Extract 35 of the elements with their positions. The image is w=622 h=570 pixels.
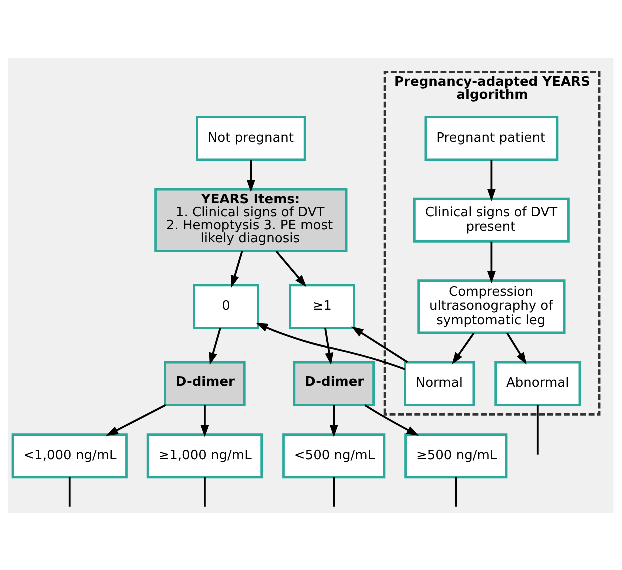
node-box: ≥1,000 ng/mL bbox=[146, 433, 263, 478]
arrow bbox=[200, 404, 210, 437]
connector bbox=[68, 477, 71, 506]
connector bbox=[455, 477, 458, 506]
node-box: D-dimer bbox=[293, 360, 375, 406]
node-box: Not pregnant bbox=[196, 116, 306, 161]
node-box: 0 bbox=[193, 284, 260, 329]
arrow bbox=[324, 328, 334, 365]
arrow bbox=[256, 322, 406, 370]
node-box: YEARS Items: 1. Clinical signs of DVT 2. Hemoptysis 3. PE most likely diagnosis bbox=[154, 188, 348, 252]
arrow bbox=[506, 332, 527, 364]
node-box: Abnormal bbox=[494, 360, 582, 406]
node-box: Compression ultrasonography of symptomatic leg bbox=[418, 279, 566, 334]
node-box: <1,000 ng/mL bbox=[12, 433, 128, 478]
node-box: ≥1 bbox=[289, 284, 356, 329]
arrow bbox=[452, 332, 475, 364]
arrow bbox=[106, 404, 166, 436]
node-box: Pregnant patient bbox=[424, 116, 559, 161]
arrow bbox=[330, 404, 338, 437]
node-box: <500 ng/mL bbox=[282, 433, 386, 478]
node-box: ≥500 ng/mL bbox=[404, 433, 508, 478]
node-box: D-dimer bbox=[164, 360, 246, 406]
arrow bbox=[230, 250, 244, 288]
arrow bbox=[246, 160, 256, 192]
arrow bbox=[487, 241, 496, 284]
connector bbox=[204, 477, 206, 506]
connector bbox=[536, 404, 539, 454]
connector bbox=[333, 477, 336, 506]
arrow bbox=[276, 250, 307, 287]
arrow bbox=[364, 404, 419, 436]
node-box: Clinical signs of DVT present bbox=[414, 197, 570, 242]
arrow bbox=[209, 328, 222, 365]
arrow bbox=[487, 160, 496, 201]
node-box: Normal bbox=[404, 360, 476, 406]
arrow bbox=[352, 326, 408, 363]
